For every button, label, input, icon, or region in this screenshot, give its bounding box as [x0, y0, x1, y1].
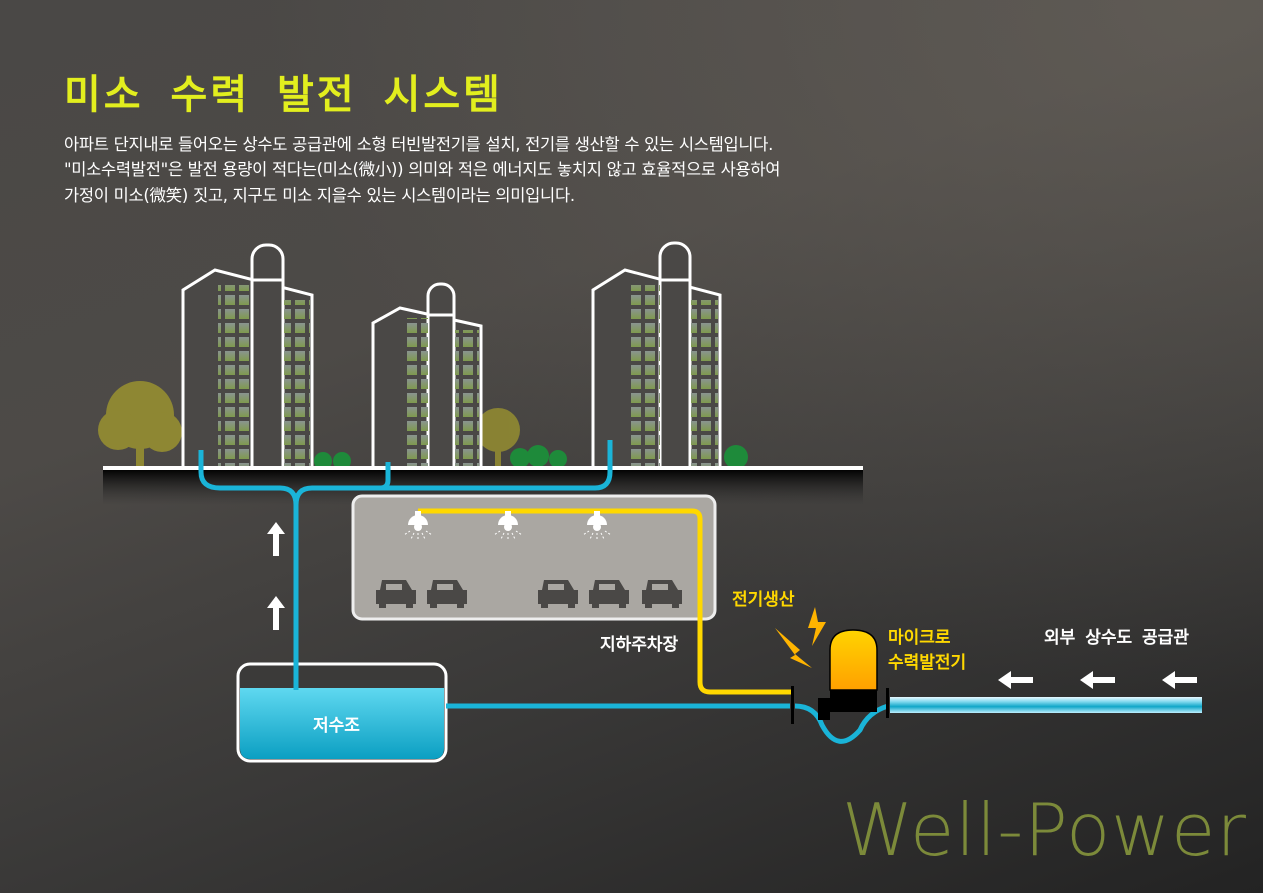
- external-supply-pipe: [890, 697, 1202, 713]
- lightning-icon: [775, 607, 826, 668]
- up-arrow-icon: [267, 522, 285, 630]
- tree: [98, 381, 182, 468]
- page-title: 미소 수력 발전 시스템: [64, 72, 503, 118]
- ground-line: [103, 466, 863, 470]
- car-icon: [376, 580, 682, 608]
- description-line: 아파트 단지내로 들어오는 상수도 공급관에 소형 터빈발전기를 설치, 전기를…: [64, 135, 774, 154]
- sprinkler-icon: [403, 511, 612, 541]
- power-generation-label: 전기생산: [732, 590, 795, 610]
- apartment-building: [371, 282, 483, 470]
- external-pipe-label: 외부 상수도 공급관: [1044, 628, 1189, 648]
- generator-label-line2: 수력발전기: [888, 653, 967, 673]
- reservoir-water: [240, 688, 444, 759]
- generator-label-line1: 마이크로: [888, 628, 951, 648]
- tree: [476, 408, 520, 468]
- brand-logo: Well-Power: [842, 788, 1247, 872]
- reservoir-label: 저수조: [313, 716, 360, 736]
- apartment-building: [591, 241, 722, 470]
- parking-label: 지하주차장: [600, 635, 679, 655]
- water-pipe: [198, 440, 889, 744]
- description-line: 가정이 미소(微笑) 짓고, 지구도 미소 지을수 있는 시스템이라는 의미입니…: [64, 186, 575, 205]
- left-arrow-icon: [998, 671, 1197, 689]
- micro-hydro-generator: [791, 629, 889, 724]
- power-line: [418, 508, 792, 695]
- bush: [314, 445, 748, 470]
- description-line: "미소수력발전"은 발전 용량이 적다는(미소(微小)) 의미와 적은 에너지도…: [64, 160, 781, 179]
- apartment-building: [181, 243, 314, 470]
